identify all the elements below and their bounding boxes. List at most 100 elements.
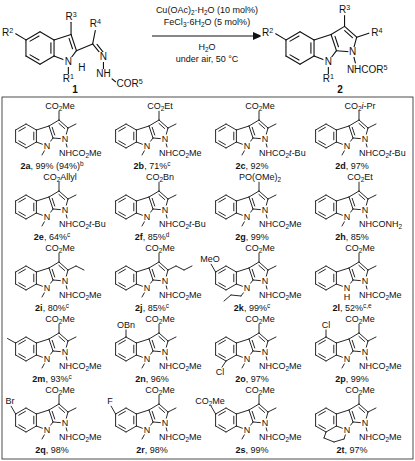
double-bond-line [319,283,326,287]
text-part: 2 [59,246,63,253]
ester-group: CO2Et [346,173,374,182]
text-part: Me [262,314,275,324]
double-bond-line [233,274,234,282]
bond-line [16,213,26,219]
atom-label: N [161,419,170,428]
bond-line [136,268,149,272]
text-part: NHCO [59,290,86,300]
bond-line [236,410,249,414]
carbamate-group: NHCO2Me [58,291,103,300]
bond-line [215,343,216,355]
text-part: R [371,27,378,38]
text-part: 2r [136,445,145,455]
bond-line [159,395,160,404]
bond-line [300,56,314,64]
text-part: CO [146,172,160,182]
text-part: NHCO [259,432,286,442]
text-part: N [244,212,251,222]
bond-line [126,284,136,290]
acyl-group: COR5 [116,79,144,89]
text-part: 2o [235,374,246,384]
double-bond-line [19,340,26,344]
text-part: 2h [335,232,346,242]
bond-line [326,408,336,414]
text-part: , 80% [43,303,66,313]
text-part: CO [345,385,359,395]
double-bond-line [219,411,226,415]
bond-line [26,56,40,64]
bond-line [215,414,216,426]
text-part: NHCO [259,148,286,158]
double-bond-line [159,336,165,341]
carbamate-group: NHCO2t-Bu [58,220,107,229]
compound-label: 2k, 99%c [233,304,271,313]
double-bond-line [259,265,265,270]
compound-label: 2l, 52%c,e [331,304,372,313]
atom-label: N [243,355,252,364]
text-part: 2 [259,317,263,324]
compound-number: 2 [336,85,344,95]
text-part: N [262,205,269,215]
atom-label: N [43,355,52,364]
bond-line [368,124,376,128]
bond-line [116,284,126,290]
double-bond-line [50,43,51,53]
double-bond-line [19,354,26,358]
text-part: 2 [209,399,213,406]
bond-line [68,266,76,270]
text-part: NHCO [159,219,186,229]
text-part: 2 [361,175,365,182]
double-bond-line [52,269,55,277]
carbamate-group: NHCO2Me [158,433,203,442]
text-part: , 99% [246,232,269,242]
bond-line [26,32,40,40]
text-part: 2 [186,222,190,229]
text-part: -Bu [392,148,406,158]
bond-line [54,35,71,40]
atom-label: N [243,284,252,293]
text-part: 2 [186,293,190,300]
text-part: , 97% [346,161,369,171]
text-part: R [339,4,346,15]
carbamate-group: NHCO2Me [258,291,303,300]
bond-line [336,339,349,343]
text-part: N [144,212,151,222]
bond-line [216,266,226,272]
bond-line [236,201,237,213]
text-part: 2e [34,232,44,242]
text-part: N [344,141,351,151]
bond-line [313,40,314,56]
double-bond-line [359,407,365,412]
double-bond-line [59,407,65,412]
double-bond-line [219,425,226,429]
text-part: NHCO [259,219,286,229]
compound-label: 2r, 98% [135,446,169,455]
text-part: 2 [399,222,403,229]
bond-line [326,284,336,290]
bond-line [334,439,344,442]
bond-line [216,142,226,148]
bond-line [136,414,137,426]
double-bond-line [359,265,365,270]
reagent-text: Cu(OAc)2·H2O (10 mol%) [155,6,259,15]
bond-line [126,195,136,201]
text-part: Me [162,385,175,395]
text-part: N [100,51,107,62]
double-bond-line [333,132,334,140]
bond-line [336,414,337,426]
amide-group: NHCOR5 [346,65,389,75]
text-part: N [62,134,69,144]
bond-line [216,124,226,130]
bond-line [136,126,149,130]
double-bond-line [52,198,55,206]
text-part: N [144,425,151,435]
text-part: i [362,101,364,111]
bond-line [326,426,336,432]
bond-line [259,333,268,341]
text-part: 3 [346,3,350,12]
text-part: O (10 mol%) [208,5,259,15]
atom-label: N [143,355,152,364]
text-part: O (5 mol%) [205,17,251,27]
carbamate-group: NHCO2Me [158,149,203,158]
